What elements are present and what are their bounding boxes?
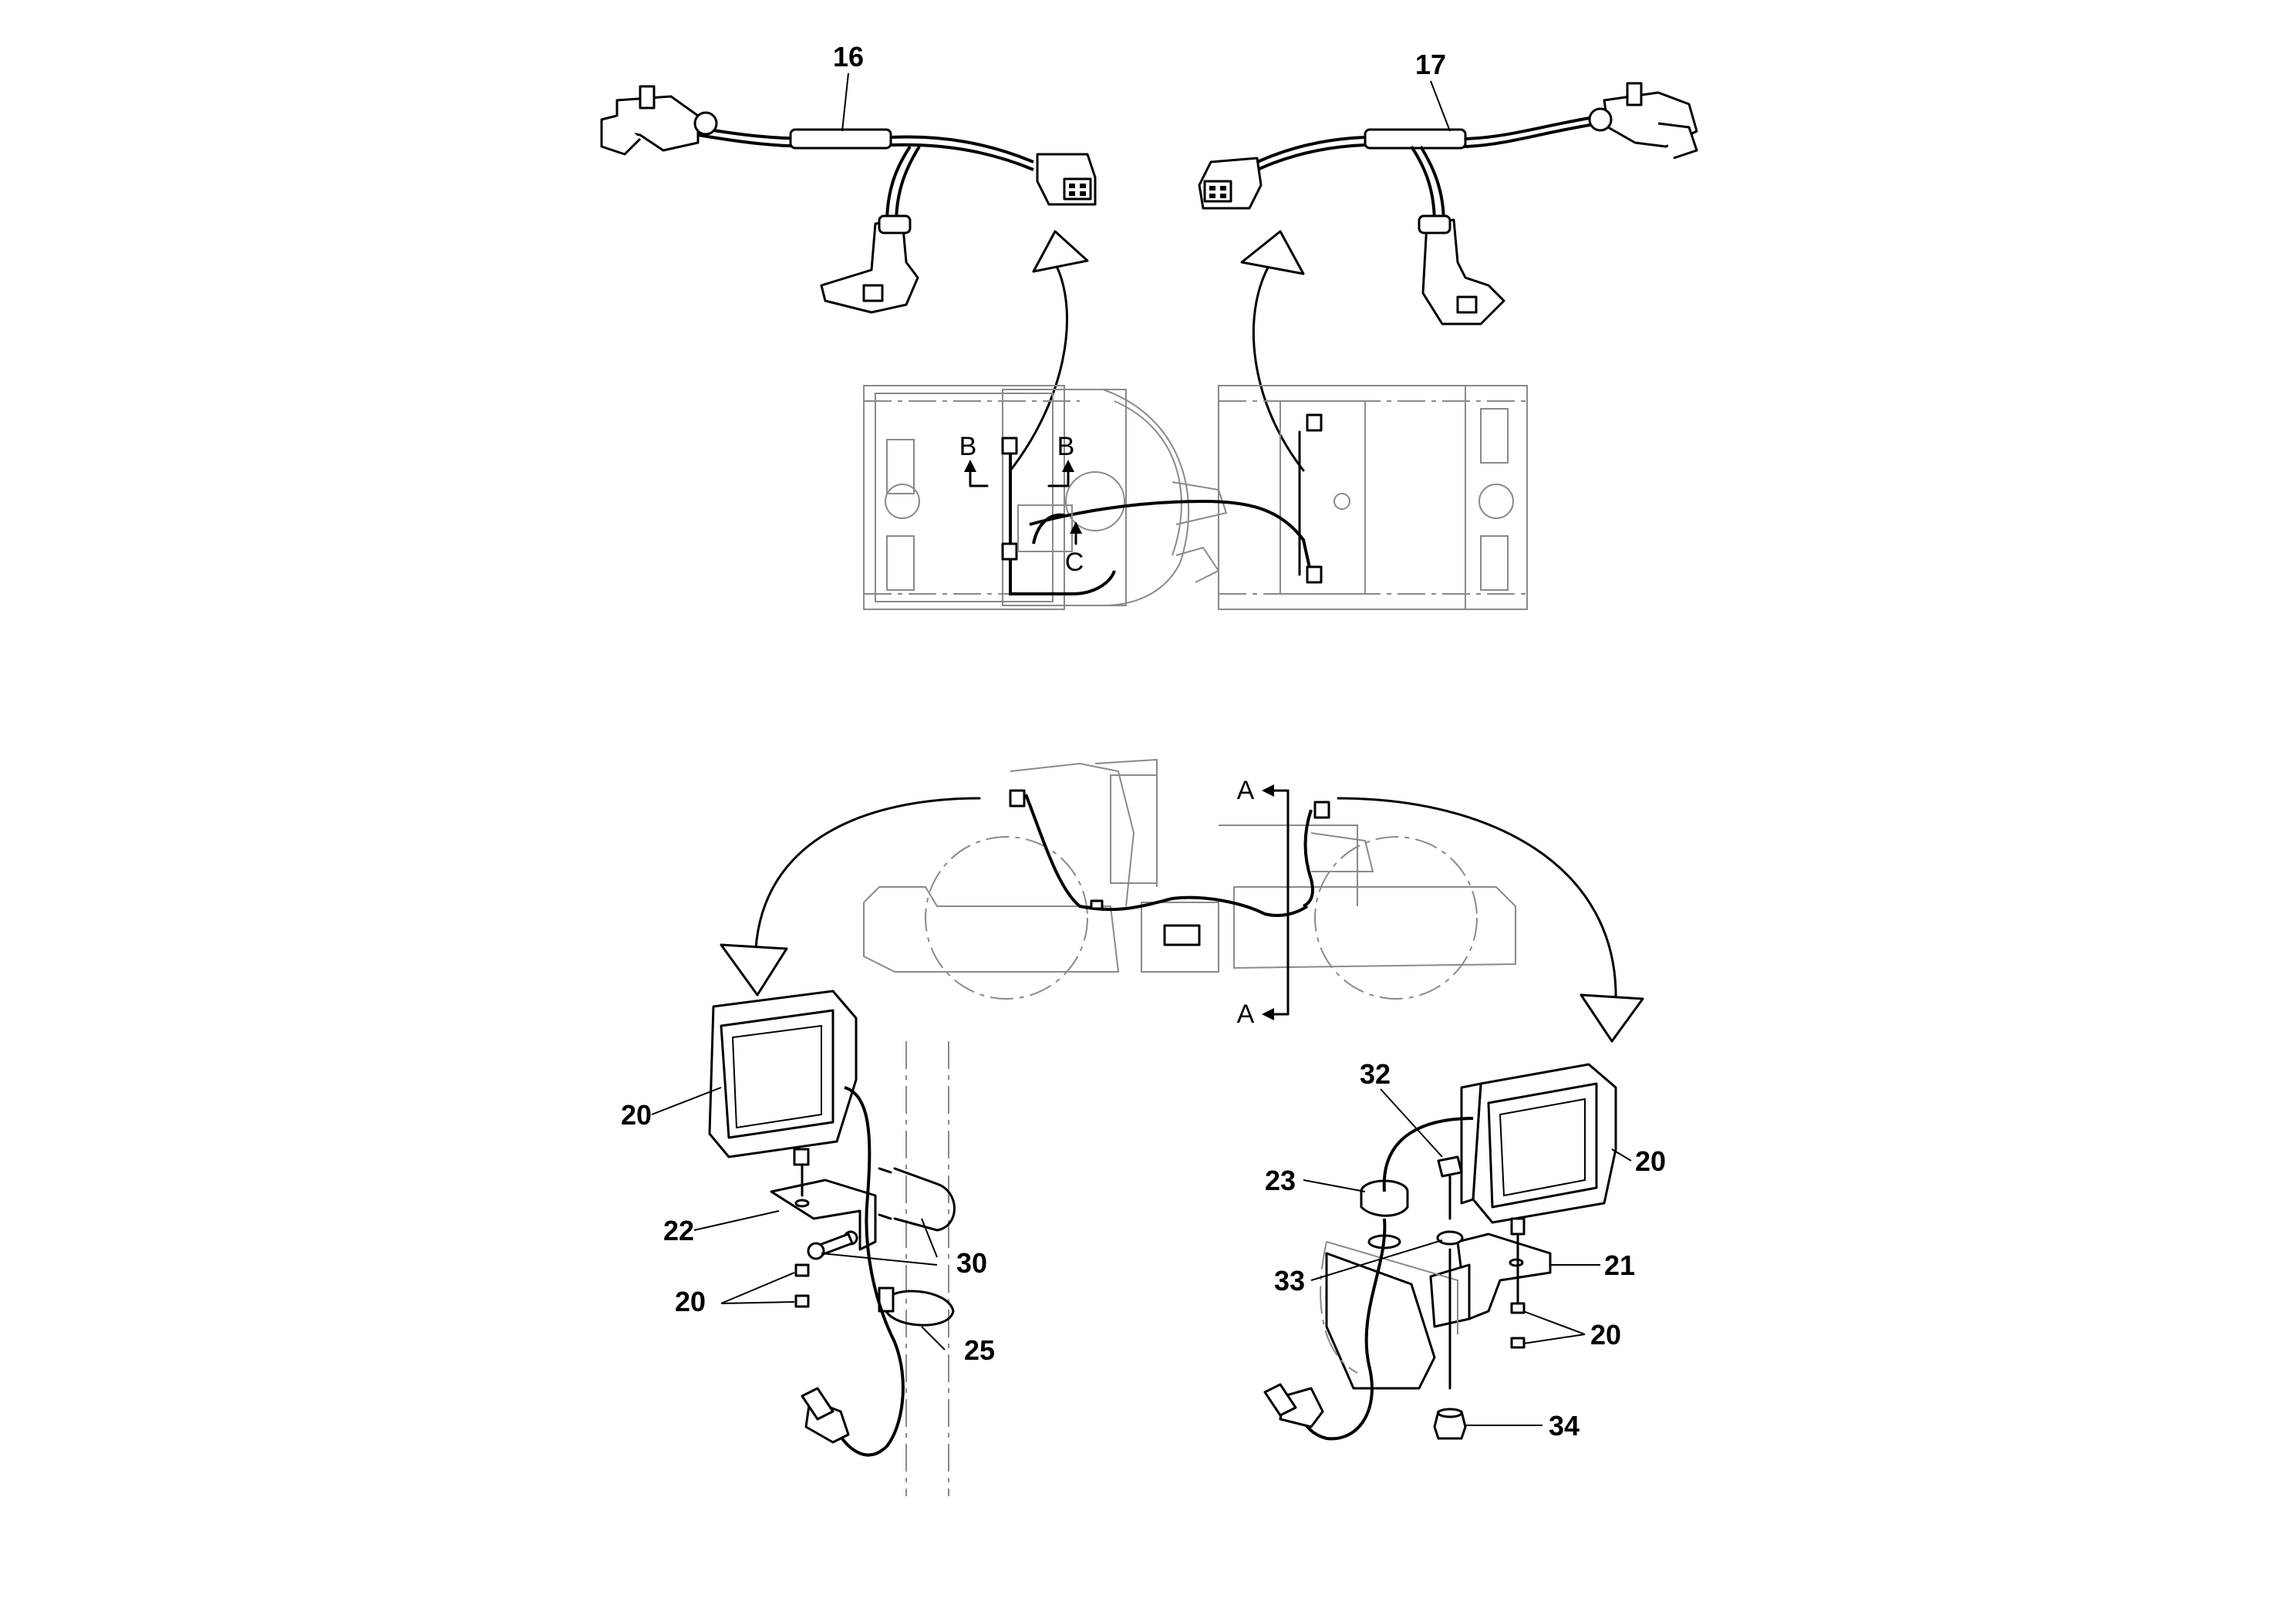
left-lamp-assembly <box>651 990 956 1496</box>
callout-30: 30 <box>956 1247 987 1279</box>
callout-20-left-lamp: 20 <box>621 1099 652 1131</box>
right-lamp-assembly <box>1263 1063 1632 1441</box>
callout-22: 22 <box>663 1215 694 1246</box>
curved-arrow-icon <box>1337 797 1644 1043</box>
svg-text:B: B <box>959 432 977 461</box>
work-lamp-icon <box>708 990 858 1158</box>
machine-top-view <box>863 385 1528 610</box>
callout-20-left-nut: 20 <box>675 1286 706 1317</box>
callout-32: 32 <box>1360 1058 1391 1090</box>
svg-text:B: B <box>1057 432 1075 461</box>
section-label-a-top: A <box>1237 776 1255 805</box>
curved-arrow-icon <box>720 797 981 996</box>
work-lamp-icon <box>1460 1063 1617 1224</box>
callout-17: 17 <box>1415 49 1446 80</box>
callout-16: 16 <box>833 41 864 73</box>
section-marker-c: C <box>1065 521 1084 577</box>
machine-side-view <box>863 758 1516 1020</box>
curved-arrow-icon <box>1240 230 1305 472</box>
callout-34: 34 <box>1549 1410 1580 1442</box>
harness-16: 16 <box>600 41 1097 314</box>
harness-icon <box>1198 82 1698 325</box>
callout-23: 23 <box>1265 1165 1296 1196</box>
section-marker-b-right: B <box>1047 432 1075 487</box>
section-marker-b-left: B <box>959 432 989 487</box>
callout-33: 33 <box>1274 1265 1305 1297</box>
callout-20-right-lamp: 20 <box>1635 1145 1666 1177</box>
svg-text:C: C <box>1065 548 1084 577</box>
harness-icon <box>600 85 1097 314</box>
callout-25: 25 <box>964 1334 995 1366</box>
harness-17: 17 <box>1198 49 1698 325</box>
callout-20-right-nut: 20 <box>1590 1319 1621 1351</box>
callout-21: 21 <box>1604 1249 1635 1281</box>
section-label-a-bottom: A <box>1237 1000 1255 1029</box>
curved-arrow-icon <box>1009 230 1089 472</box>
